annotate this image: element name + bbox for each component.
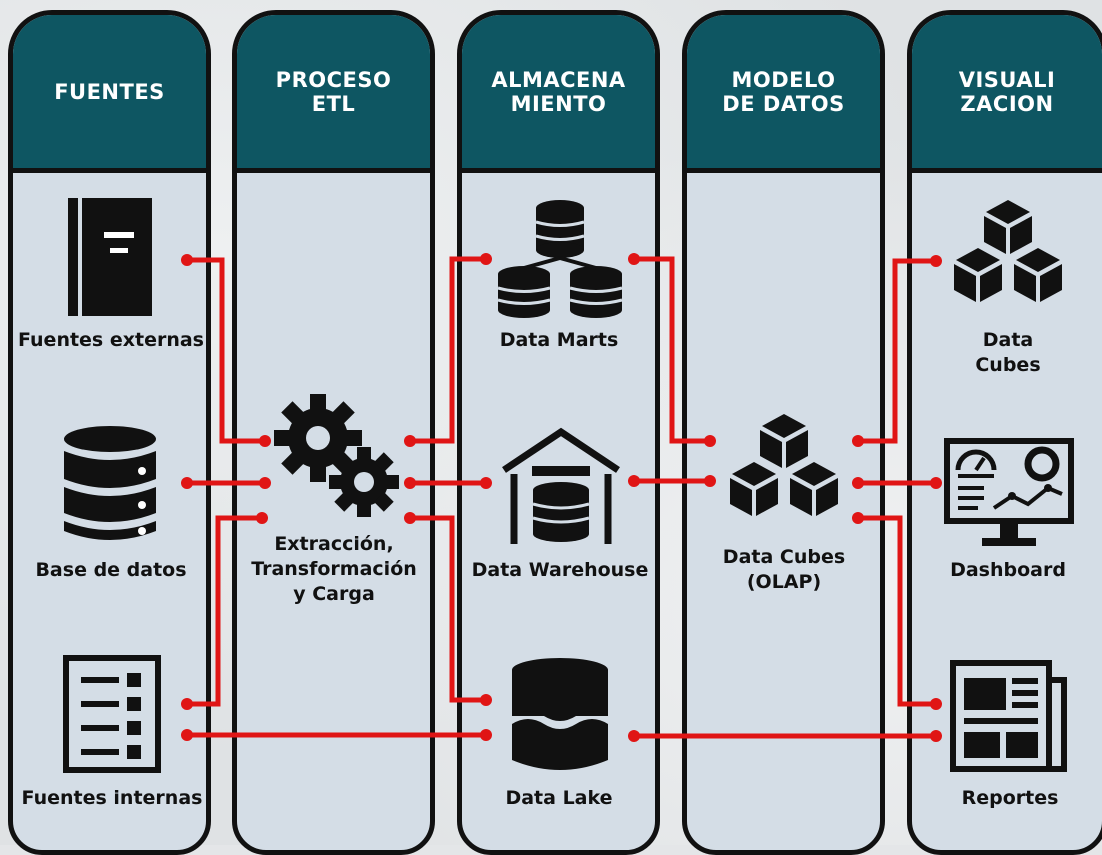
book-icon xyxy=(68,198,152,316)
column-title: VISUALI ZACION xyxy=(958,67,1056,116)
database-icon xyxy=(64,426,156,540)
node-label-olap: Data Cubes (OLAP) xyxy=(722,546,846,593)
column-title: ALMACENA MIENTO xyxy=(491,67,626,116)
connector-externas-etl xyxy=(187,257,265,444)
node-label-reportes: Reportes xyxy=(961,787,1059,809)
column-header: FUENTES xyxy=(13,15,206,173)
node-label-etl: Extracción, Transformación y Carga xyxy=(251,533,417,605)
connector-etl-lake xyxy=(410,515,486,703)
column-title: PROCESO ETL xyxy=(275,67,392,116)
node-label-data-cubes: Data Cubes xyxy=(975,329,1041,376)
node-label-data-lake: Data Lake xyxy=(505,787,613,809)
node-label-data-marts: Data Marts xyxy=(499,329,619,351)
connector-etl-marts xyxy=(410,256,486,444)
node-label-data-warehouse: Data Warehouse xyxy=(471,559,649,581)
node-label-dashboard: Dashboard xyxy=(950,559,1066,581)
checklist-icon xyxy=(63,655,161,773)
data-cubes-icon xyxy=(954,200,1062,302)
column-fuentes: FUENTES xyxy=(8,10,211,855)
column-header: MODELO DE DATOS xyxy=(687,15,880,173)
data-lake-icon xyxy=(512,658,608,770)
connector-marts-olap xyxy=(634,256,710,444)
node-label-fuentes-internas: Fuentes internas xyxy=(21,787,203,809)
connector-olap-cubes xyxy=(858,258,936,444)
olap-cubes-icon xyxy=(730,414,838,516)
warehouse-icon xyxy=(502,427,620,544)
column-visualizacion: VISUALI ZACION xyxy=(907,10,1102,855)
node-label-fuentes-externas: Fuentes externas xyxy=(17,329,205,351)
connector-internas-etl xyxy=(187,515,262,707)
column-title: MODELO DE DATOS xyxy=(722,67,845,116)
data-marts-icon xyxy=(497,200,623,318)
connector-olap-reportes xyxy=(858,515,936,707)
column-title: FUENTES xyxy=(54,79,165,104)
newspaper-icon xyxy=(950,660,1067,772)
node-label-base-de-datos: Base de datos xyxy=(35,559,187,581)
column-header: VISUALI ZACION xyxy=(912,15,1102,173)
column-header: PROCESO ETL xyxy=(237,15,430,173)
gears-icon xyxy=(274,394,399,517)
dashboard-icon xyxy=(944,438,1074,546)
column-header: ALMACENA MIENTO xyxy=(462,15,655,173)
